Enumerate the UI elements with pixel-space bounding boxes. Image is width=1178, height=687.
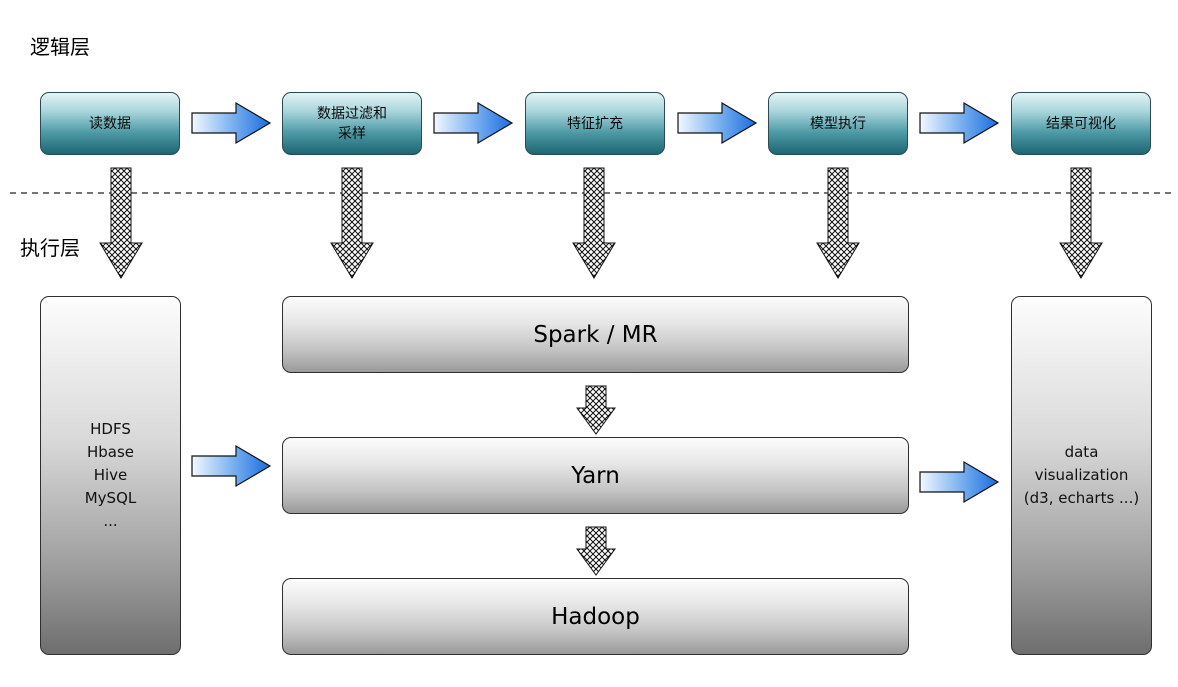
logic-layer-label: 逻辑层 [30, 35, 90, 59]
step-label: 结果可视化 [1046, 115, 1116, 132]
hadoop-box: Hadoop [282, 578, 909, 655]
storage-to-yarn-arrow [191, 445, 271, 487]
yarn-to-visualization-arrow [919, 461, 999, 503]
step-result-visualization: 结果可视化 [1011, 92, 1151, 155]
flow-arrow-1 [191, 102, 271, 144]
step-label: 读数据 [89, 115, 131, 132]
visualization-text: data visualization (d3, echarts ...) [1023, 443, 1140, 507]
down-arrow-5 [1059, 167, 1103, 279]
yarn-label: Yarn [571, 462, 620, 489]
step-label: 模型执行 [810, 115, 866, 132]
step-read-data: 读数据 [40, 92, 180, 155]
visualization-box: data visualization (d3, echarts ...) [1011, 296, 1152, 655]
storage-box: HDFS Hbase Hive MySQL ... [40, 296, 181, 655]
flow-arrow-3 [677, 102, 757, 144]
storage-list: HDFS Hbase Hive MySQL ... [84, 420, 137, 530]
flow-arrow-2 [433, 102, 513, 144]
spark-mr-box: Spark / MR [282, 296, 909, 373]
flow-arrow-4 [919, 102, 999, 144]
spark-to-yarn-arrow [576, 385, 616, 435]
down-arrow-3 [572, 167, 616, 279]
step-feature-expansion: 特征扩充 [525, 92, 665, 155]
yarn-box: Yarn [282, 437, 909, 514]
step-model-execution: 模型执行 [768, 92, 908, 155]
step-label: 特征扩充 [567, 115, 623, 132]
hadoop-label: Hadoop [551, 603, 640, 630]
spark-mr-label: Spark / MR [533, 321, 658, 348]
down-arrow-1 [99, 167, 143, 279]
down-arrow-4 [816, 167, 860, 279]
yarn-to-hadoop-arrow [576, 526, 616, 576]
step-filter-sample: 数据过滤和 采样 [282, 92, 422, 155]
step-label: 数据过滤和 采样 [317, 105, 387, 142]
execution-layer-label: 执行层 [20, 236, 80, 260]
down-arrow-2 [330, 167, 374, 279]
